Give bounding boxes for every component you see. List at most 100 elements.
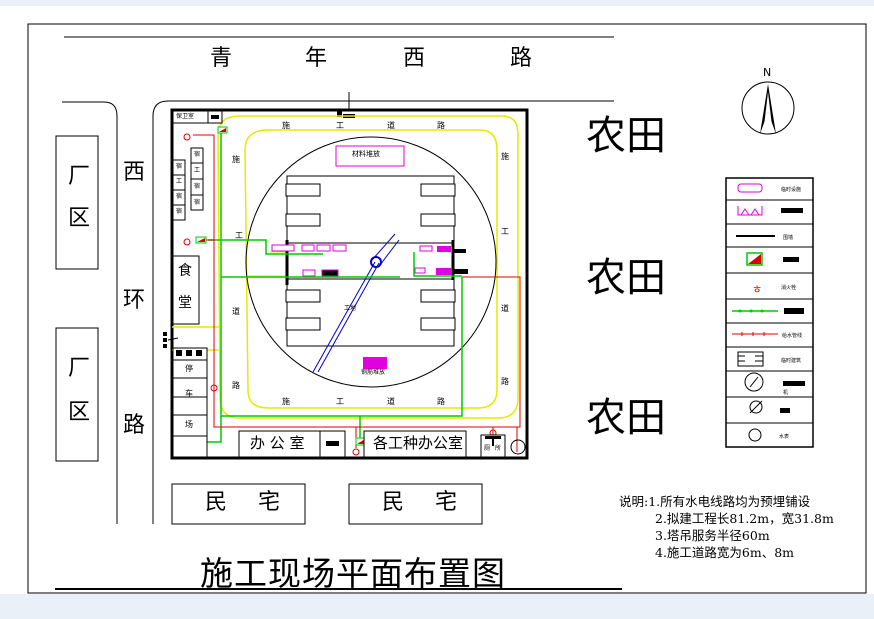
water-line bbox=[204, 130, 463, 443]
top-bar bbox=[0, 0, 874, 6]
wing-ne-1 bbox=[420, 183, 456, 197]
farmland-label: 农田 bbox=[586, 395, 666, 441]
wing-nw-1 bbox=[285, 183, 321, 197]
road-left-char: 施 bbox=[232, 155, 240, 164]
farmland-label: 农田 bbox=[586, 113, 666, 159]
road-right-char: 施 bbox=[501, 152, 509, 161]
notes-block: 说明:1.所有水电线路均为预埋铺设 2.拟建工程长81.2m，宽31.8m 3.… bbox=[619, 493, 834, 561]
dorm-label: 宿 bbox=[176, 193, 183, 200]
west-road-char: 环 bbox=[123, 288, 146, 313]
dorm-label: 宿 bbox=[194, 151, 201, 158]
legend-temp-building-icon bbox=[737, 351, 764, 367]
road-top-char: 工 bbox=[336, 121, 344, 130]
north-road-char: 年 bbox=[305, 46, 328, 71]
road-top-char: 道 bbox=[387, 121, 395, 130]
factory-1-char: 厂 bbox=[68, 164, 91, 189]
factory-block-1 bbox=[55, 135, 99, 270]
factory-block-2 bbox=[55, 327, 99, 462]
tower-crane bbox=[312, 233, 400, 373]
notes-line: 4.施工道路宽为6m、8m bbox=[655, 545, 795, 560]
steel-yard bbox=[363, 357, 387, 369]
notes-line: 1.所有水电线路均为预埋铺设 bbox=[648, 494, 811, 509]
facilities-row-1 bbox=[271, 244, 468, 277]
parking-label: 场 bbox=[185, 420, 193, 429]
road-left-char: 道 bbox=[232, 307, 240, 316]
water-meter-icon bbox=[510, 439, 526, 455]
road-bottom-char: 施 bbox=[282, 397, 290, 406]
gate-post bbox=[337, 109, 342, 117]
north-arrow-icon bbox=[741, 81, 795, 135]
parking-label: 停 bbox=[185, 364, 193, 373]
road-top-char: 路 bbox=[437, 121, 445, 130]
dorm-label: 工 bbox=[194, 167, 201, 174]
wing-se-1 bbox=[420, 289, 456, 303]
factory-2-char: 区 bbox=[68, 400, 91, 425]
legend-tower-crane-icon bbox=[744, 372, 764, 392]
legend-water-meter-icon bbox=[748, 428, 762, 442]
road-right-char: 道 bbox=[501, 304, 509, 313]
legend-label: 消火栓 bbox=[781, 285, 797, 291]
road-right-char: 工 bbox=[501, 227, 509, 236]
dorm-label: 宿 bbox=[176, 163, 183, 170]
drawing-frame bbox=[27, 23, 867, 594]
north-road-char: 路 bbox=[510, 46, 533, 71]
west-road-edge-left bbox=[62, 101, 118, 524]
dorm-label: 宿 bbox=[194, 199, 201, 206]
notes-line: 2.拟建工程长81.2m，宽31.8m bbox=[655, 511, 834, 526]
legend-label: 水表 bbox=[779, 434, 790, 440]
transformer-room bbox=[172, 435, 208, 458]
steel-yard-label: 钢筋堆放 bbox=[361, 369, 386, 376]
guard-room-label: 保卫室 bbox=[176, 113, 195, 120]
bottom-bar bbox=[0, 594, 874, 619]
west-road-char: 西 bbox=[123, 160, 146, 185]
office-label: 办 公 室 bbox=[250, 434, 305, 452]
drawing-title: 施工现场平面布置图 bbox=[200, 554, 506, 593]
dorm-label: 宿 bbox=[176, 208, 183, 215]
north-road-char: 青 bbox=[210, 46, 233, 71]
dorm-label: 宿 bbox=[194, 183, 201, 190]
legend-transformer-icon bbox=[749, 400, 763, 414]
farmland-label: 农田 bbox=[586, 255, 666, 301]
legend-label: 给水管线 bbox=[782, 333, 803, 339]
parking-lot bbox=[172, 347, 208, 437]
road-bottom-char: 工 bbox=[336, 397, 344, 406]
west-gate bbox=[163, 332, 179, 348]
legend-mixer-icon bbox=[737, 206, 763, 216]
west-road-edge-right bbox=[152, 100, 614, 524]
notes-line: 3.塔吊服务半径60m bbox=[655, 528, 770, 543]
legend-hydrant-icon: ㅎ bbox=[752, 283, 762, 296]
legend-label: 围墙 bbox=[783, 235, 794, 241]
road-left-char: 路 bbox=[232, 381, 240, 390]
notes-heading: 说明: bbox=[619, 494, 649, 509]
canteen-label: 堂 bbox=[178, 295, 192, 311]
road-bottom-char: 路 bbox=[437, 397, 445, 406]
wing-nw-2 bbox=[285, 213, 321, 227]
material-yard bbox=[335, 145, 405, 167]
residence-1-label: 民 宅 bbox=[205, 490, 292, 515]
legend-table: ㅎ bbox=[725, 177, 814, 448]
legend-label: 临时设施 bbox=[781, 187, 802, 193]
building-label: 工地 bbox=[344, 305, 357, 312]
road-bottom-char: 道 bbox=[387, 397, 395, 406]
north-label: N bbox=[763, 66, 772, 79]
canteen bbox=[172, 255, 200, 325]
material-yard-label: 材料堆放 bbox=[352, 150, 380, 158]
wing-se-2 bbox=[420, 317, 456, 331]
road-top-char: 施 bbox=[282, 121, 290, 130]
legend-label: 机 bbox=[783, 390, 789, 396]
wing-sw-1 bbox=[285, 289, 321, 303]
north-road-char: 西 bbox=[403, 46, 426, 71]
canteen-label: 食 bbox=[178, 263, 192, 279]
wing-sw-2 bbox=[285, 317, 321, 331]
crane-radius-circle bbox=[245, 136, 497, 388]
legend-label: 临时建筑 bbox=[781, 358, 802, 364]
legend-pipe-shed-icon bbox=[737, 183, 763, 193]
toilet-label: 所 bbox=[495, 445, 502, 452]
trades-office-block bbox=[363, 430, 467, 458]
residence-2-label: 民 宅 bbox=[382, 490, 469, 515]
residence-block-1 bbox=[171, 483, 306, 525]
office-mark bbox=[319, 430, 346, 458]
dorm-label: 工 bbox=[176, 178, 183, 185]
factory-1-char: 区 bbox=[68, 206, 91, 231]
